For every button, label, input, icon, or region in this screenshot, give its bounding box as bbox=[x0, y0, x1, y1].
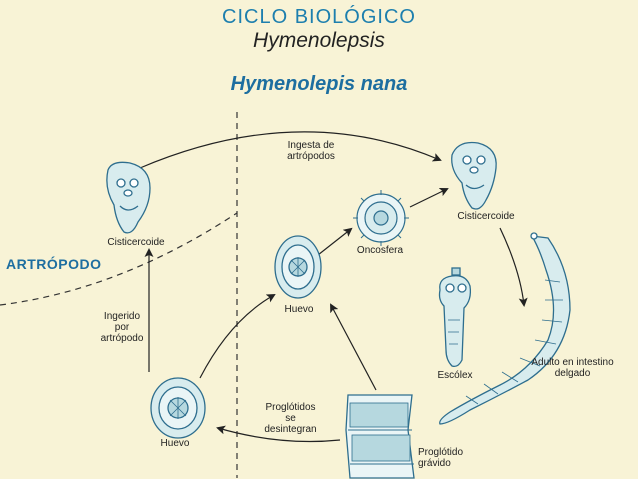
adulto-line-1: Adulto en intestino bbox=[531, 357, 614, 368]
species-name: Hymenolepis nana bbox=[230, 73, 408, 95]
arrow-huevo-to-huevo bbox=[199, 294, 276, 379]
ingesta-line-2: artrópodos bbox=[287, 151, 335, 162]
proglotidos-line-1: Proglótidos bbox=[265, 402, 316, 413]
escolex-label: Escólex bbox=[437, 370, 473, 381]
artropodo-zone-label: ARTRÓPODO bbox=[6, 256, 102, 272]
cisticercoide-right-label: Cisticercoide bbox=[457, 211, 515, 222]
proglotidos-line-3: desintegran bbox=[264, 424, 317, 435]
ingerido-line-1: Ingerido bbox=[103, 311, 141, 322]
ingesta-line-1: Ingesta de bbox=[287, 140, 335, 151]
cisticercoide-left-drawing bbox=[106, 161, 151, 234]
diagram-subtitle: Hymenolepsis bbox=[253, 29, 385, 52]
ingesta-label: Ingesta de artrópodos bbox=[276, 140, 346, 162]
oncosfera-label: Oncosfera bbox=[356, 245, 404, 256]
arthropod-boundary-line bbox=[0, 212, 238, 306]
huevo-middle-drawing bbox=[274, 235, 322, 299]
escolex-drawing bbox=[438, 267, 472, 368]
arrow-ingesta bbox=[139, 131, 442, 169]
arrow-cisticercoide-to-adulto bbox=[499, 227, 528, 307]
arrow-desintegran bbox=[216, 425, 341, 443]
adulto-label: Adulto en intestino delgado bbox=[515, 357, 630, 379]
arrow-oncosfera-to-cisticercoide bbox=[409, 188, 449, 208]
arrow-huevo-to-oncosfera bbox=[317, 227, 353, 256]
ingerido-label: Ingerido por artrópodo bbox=[92, 311, 152, 344]
huevo-middle-label: Huevo bbox=[284, 304, 314, 315]
proglotido-gravido-line-2: grávido bbox=[418, 458, 451, 469]
ingerido-line-2: por bbox=[114, 322, 130, 333]
diagram-title: CICLO BIOLÓGICO bbox=[222, 6, 416, 28]
proglotido-gravido-label: Proglótido grávido bbox=[418, 447, 478, 469]
cisticercoide-right-drawing bbox=[451, 141, 497, 210]
proglotidos-label: Proglótidos se desintegran bbox=[253, 402, 328, 435]
proglotido-gravido-drawing bbox=[345, 394, 415, 479]
huevo-bottom-drawing bbox=[150, 377, 206, 439]
oncosfera-drawing bbox=[353, 190, 409, 246]
cisticercoide-left-label: Cisticercoide bbox=[107, 237, 165, 248]
adulto-drawing bbox=[439, 232, 571, 425]
proglotido-gravido-line-1: Proglótido bbox=[418, 447, 464, 458]
huevo-bottom-label: Huevo bbox=[160, 438, 190, 449]
arrow-proglotido-to-huevo bbox=[330, 303, 377, 391]
adulto-line-2: delgado bbox=[554, 368, 591, 379]
proglotidos-line-2: se bbox=[285, 413, 296, 424]
ingerido-line-3: artrópodo bbox=[100, 333, 144, 344]
